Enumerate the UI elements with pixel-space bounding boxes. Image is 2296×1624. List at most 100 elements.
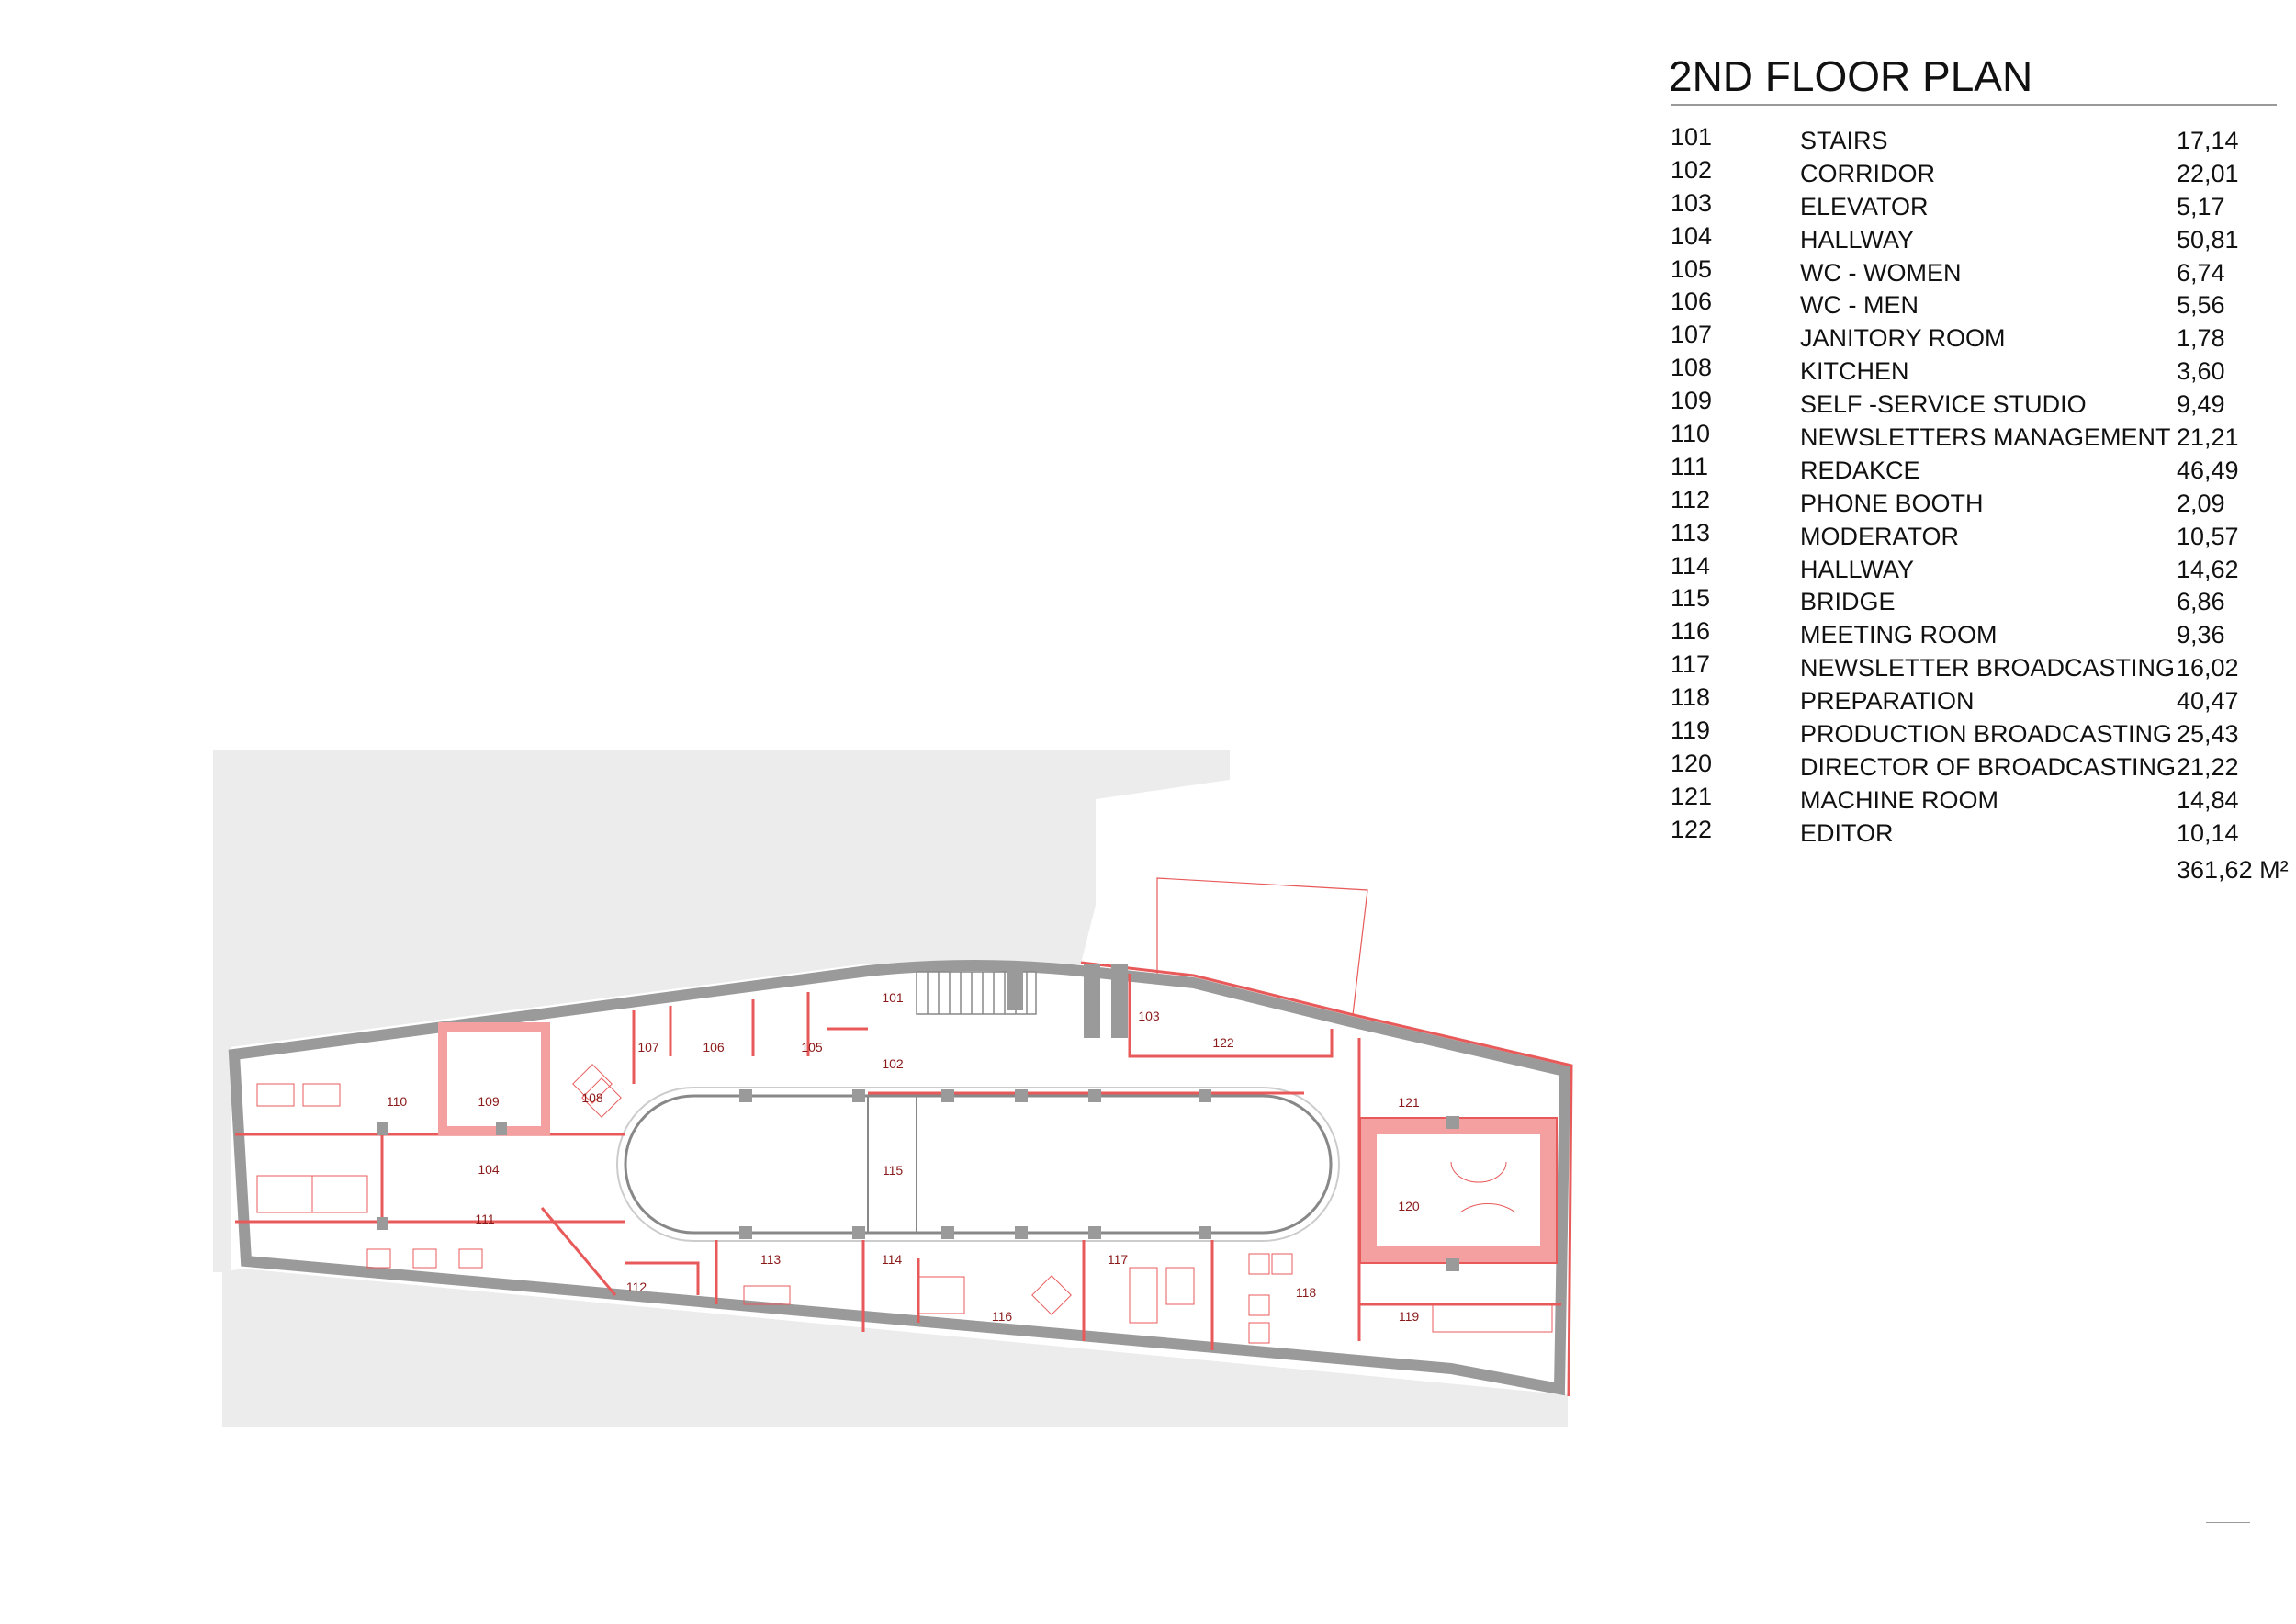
room-label: 102	[882, 1056, 904, 1071]
room-label: 111	[475, 1212, 494, 1226]
room-area: 10,57	[2177, 522, 2239, 550]
room-name: MODERATOR	[1800, 522, 1960, 550]
footer-line	[2206, 1522, 2250, 1523]
room-label: 122	[1212, 1035, 1234, 1050]
room-number: 110	[1671, 420, 1711, 448]
room-label: 109	[478, 1094, 500, 1109]
room-area: 14,62	[2177, 555, 2239, 583]
room-area: 21,22	[2177, 752, 2239, 781]
room-label: 120	[1398, 1199, 1420, 1213]
room-name: DIRECTOR OF BROADCASTING	[1800, 752, 2177, 781]
neighbor-building-top	[213, 750, 1230, 1272]
room-area: 40,47	[2177, 687, 2239, 716]
room-name: HALLWAY	[1800, 225, 1915, 254]
room-area: 16,02	[2177, 654, 2239, 682]
room-name: NEWSLETTER BROADCASTING	[1800, 654, 2176, 682]
room-label: 107	[637, 1040, 659, 1054]
room-name: JANITORY ROOM	[1800, 324, 2006, 353]
room-name: SELF -SERVICE STUDIO	[1800, 390, 2087, 419]
room-number: 115	[1671, 584, 1711, 613]
neighbor-building-bottom	[222, 1269, 1568, 1427]
room-number: 102	[1671, 155, 1713, 184]
room-schedule-row: 118 PREPARATION 40,47	[1671, 683, 2295, 720]
room-number: 113	[1671, 518, 1711, 547]
room-label: 117	[1108, 1252, 1129, 1267]
room-label: 103	[1138, 1009, 1160, 1023]
room-number: 108	[1671, 354, 1713, 382]
room-label: 118	[1296, 1285, 1317, 1300]
room-number: 103	[1671, 188, 1713, 217]
room-number: 107	[1671, 321, 1713, 349]
room-name: PREPARATION	[1800, 687, 1975, 716]
room-label: 119	[1399, 1309, 1420, 1324]
room-name: CORRIDOR	[1800, 159, 1935, 187]
room-name: KITCHEN	[1800, 357, 1909, 386]
room-number: 119	[1671, 716, 1711, 745]
room-area: 46,49	[2177, 456, 2239, 484]
room-label: 115	[883, 1163, 904, 1178]
atrium-void	[624, 1094, 1333, 1235]
room-area: 6,74	[2177, 258, 2225, 287]
room-number: 104	[1671, 221, 1713, 250]
room-number: 120	[1671, 749, 1713, 777]
room-name: MEETING ROOM	[1800, 621, 1998, 649]
room-area: 21,21	[2177, 423, 2239, 452]
room-number: 117	[1671, 650, 1711, 679]
title-underline	[1671, 104, 2277, 106]
room-label: 113	[760, 1252, 782, 1267]
room-label: 121	[1398, 1095, 1420, 1110]
room-area: 9,49	[2177, 390, 2225, 419]
room-number: 118	[1671, 683, 1711, 712]
room-area: 5,56	[2177, 291, 2225, 320]
room-label: 108	[581, 1090, 603, 1105]
room-name: EDITOR	[1800, 818, 1894, 847]
furniture	[256, 1064, 1553, 1344]
room-name: MACHINE ROOM	[1800, 785, 1998, 814]
room-number: 105	[1671, 254, 1713, 283]
room-label: 116	[992, 1309, 1013, 1324]
room-number: 111	[1671, 452, 1709, 480]
room-name: BRIDGE	[1800, 588, 1896, 616]
room-schedule-row: 104 HALLWAY 50,81	[1671, 222, 2295, 259]
room-name: STAIRS	[1800, 127, 1888, 154]
room-name: NEWSLETTERS MANAGEMENT	[1800, 423, 2171, 452]
atrium-rail	[616, 1087, 1340, 1242]
page-title: 2ND FLOOR PLAN	[1669, 52, 2033, 100]
room-number: 114	[1671, 551, 1711, 580]
room-area: 3,60	[2177, 357, 2225, 386]
room-number: 106	[1671, 288, 1713, 316]
room-area: 5,17	[2177, 192, 2225, 220]
room-label: 104	[478, 1162, 500, 1177]
room-109-frame	[438, 1022, 550, 1135]
room-number: 101	[1671, 123, 1713, 151]
room-name: HALLWAY	[1800, 555, 1915, 583]
room-schedule-row: 105 WC - WOMEN 6,74	[1671, 255, 2295, 292]
room-label: 105	[801, 1040, 823, 1054]
room-schedule-row: 113 MODERATOR 10,57	[1671, 519, 2295, 556]
room-number: 112	[1671, 485, 1711, 513]
room-label: 110	[387, 1094, 408, 1109]
columns	[377, 964, 1459, 1271]
room-name: WC - WOMEN	[1800, 258, 1962, 287]
room-number: 116	[1671, 617, 1711, 646]
room-number: 121	[1671, 782, 1713, 810]
room-label: 106	[703, 1040, 725, 1054]
room-area: 1,78	[2177, 324, 2225, 353]
room-name: REDAKCE	[1800, 456, 1920, 484]
room-name: PHONE BOOTH	[1800, 489, 1984, 517]
room-number: 122	[1671, 815, 1713, 843]
room-area: 50,81	[2177, 225, 2239, 254]
room-schedule-row: 111 REDAKCE 46,49	[1671, 453, 2295, 490]
